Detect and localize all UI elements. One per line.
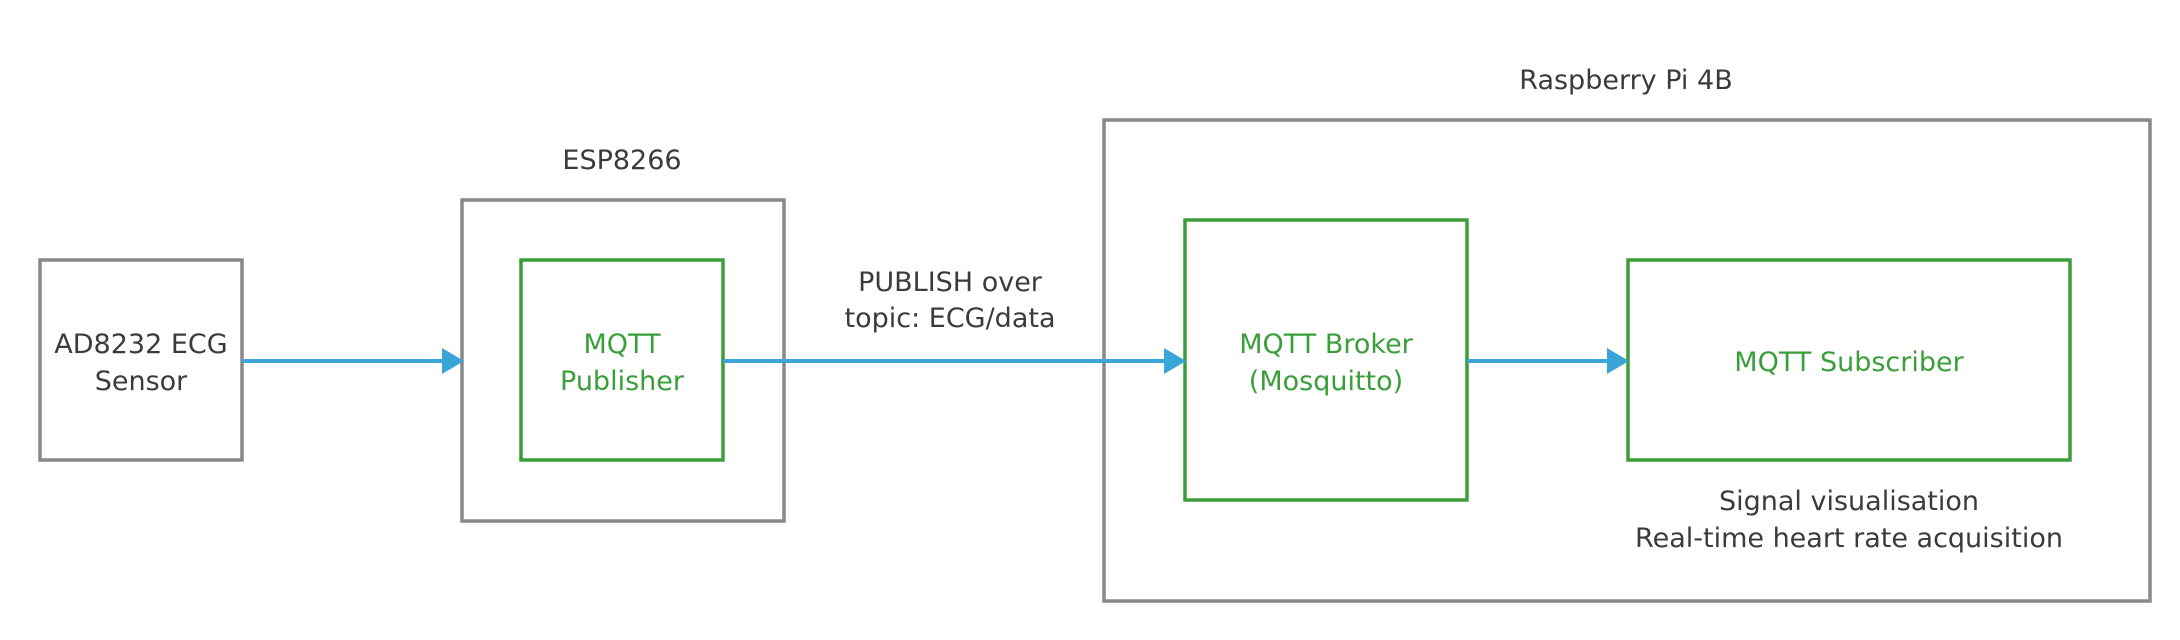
pi-title: Raspberry Pi 4B [1519,65,1732,96]
notes-line2: Real-time heart rate acquisition [1635,523,2063,554]
esp-title: ESP8266 [562,145,681,176]
publisher-box [519,258,725,462]
sensor-label-line1: AD8232 ECG [54,329,227,360]
publisher-label-line1: MQTT [583,329,661,360]
publisher-label-line2: Publisher [560,366,685,397]
sensor-label-line2: Sensor [95,366,188,397]
sensor-box [38,258,244,462]
notes-line1: Signal visualisation [1719,486,1979,517]
broker-box [1183,218,1469,502]
broker-label-line2: (Mosquitto) [1249,366,1403,397]
arrow-broker-to-subscriber [1467,348,1629,374]
publish-label-line2: topic: ECG/data [844,303,1055,334]
arrow-sensor-to-publisher [242,348,464,374]
publish-label-line1: PUBLISH over [858,267,1043,298]
subscriber-label: MQTT Subscriber [1734,347,1964,378]
subscriber-box [1626,258,2072,462]
broker-label-line1: MQTT Broker [1239,329,1413,360]
arrow-publisher-to-broker [723,348,1186,374]
